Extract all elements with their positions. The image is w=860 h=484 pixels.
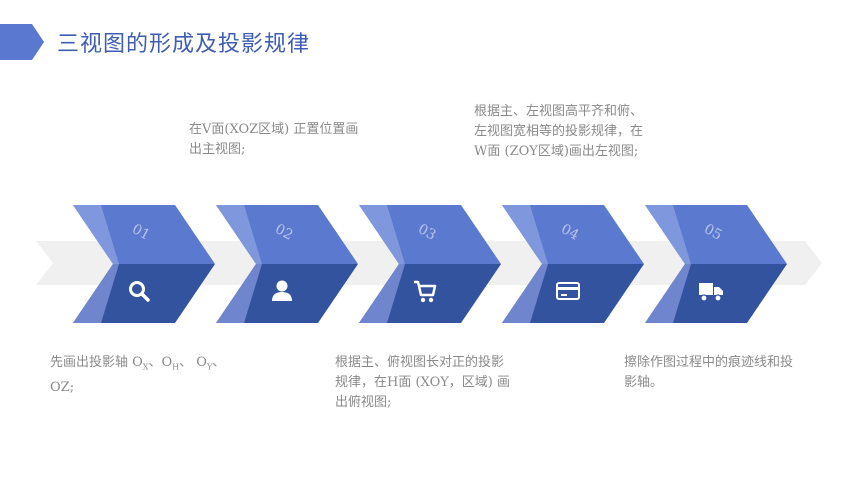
step-2-note-line-2: 出主视图; xyxy=(189,142,246,157)
chevron-bottom-facet xyxy=(645,264,691,323)
step-3-note: 根据主、俯视图长对正的投影 规律，在H面 (XOY，区域) 画 出俯视图; xyxy=(335,353,510,413)
step-2-note: 在V面(XOZ区域) 正置位置画 出主视图; xyxy=(189,120,358,160)
step-number: 05 xyxy=(701,221,724,243)
step-1-note-line-1: 先画出投影轴 OX、OH、 OY、 xyxy=(50,355,226,372)
step-5-note-line-1: 擦除作图过程中的痕迹线和投 xyxy=(624,355,794,370)
step-5-note-line-2: 影轴。 xyxy=(624,375,664,390)
chevron-top-facet xyxy=(645,205,691,264)
cart-icon xyxy=(414,280,437,303)
chevron-top-facet xyxy=(216,205,262,264)
step-5-note: 擦除作图过程中的痕迹线和投 影轴。 xyxy=(624,353,793,393)
credit-card-icon xyxy=(556,282,580,300)
chevron-bottom-facet xyxy=(73,264,119,323)
step-3-note-line-2: 规律，在H面 (XOY，区域) 画 xyxy=(335,375,511,390)
process-step-3: 03 xyxy=(359,205,501,323)
chevron-bottom-facet xyxy=(502,264,548,323)
chevron-top-facet xyxy=(73,205,119,264)
step-number: 01 xyxy=(129,221,152,243)
process-step-2: 02 xyxy=(216,205,358,323)
process-step-4: 04 xyxy=(502,205,644,323)
step-number: 02 xyxy=(272,221,295,243)
step-1-note-line-2: OZ; xyxy=(50,379,75,395)
step-number: 04 xyxy=(558,221,581,244)
step-4-note-line-2: 左视图宽相等的投影规律，在 xyxy=(474,124,644,139)
step-3-note-line-3: 出俯视图; xyxy=(335,395,392,410)
step-4-note-line-1: 根据主、左视图高平齐和俯、 xyxy=(474,104,644,119)
chevron-top-facet xyxy=(359,205,405,264)
process-step-5: 05 xyxy=(645,205,787,323)
chevron-top-facet xyxy=(502,205,548,264)
search-icon xyxy=(129,281,150,302)
user-icon xyxy=(272,280,292,301)
step-number: 03 xyxy=(415,221,438,243)
process-step-1: 01 xyxy=(73,205,215,323)
step-3-note-line-1: 根据主、俯视图长对正的投影 xyxy=(335,355,505,370)
step-1-note: 先画出投影轴 OX、OH、 OY、 OZ; xyxy=(50,353,225,398)
title-tab-shape xyxy=(0,24,44,60)
step-4-note-line-3: W面 (ZOY区域)画出左视图; xyxy=(474,144,639,159)
page-title: 三视图的形成及投影规律 xyxy=(57,32,311,57)
truck-icon xyxy=(699,283,723,302)
chevron-bottom-facet xyxy=(359,264,405,323)
step-4-note: 根据主、左视图高平齐和俯、 左视图宽相等的投影规律，在 W面 (ZOY区域)画出… xyxy=(474,102,643,162)
chevron-bottom-facet xyxy=(216,264,262,323)
step-2-note-line-1: 在V面(XOZ区域) 正置位置画 xyxy=(189,122,359,137)
